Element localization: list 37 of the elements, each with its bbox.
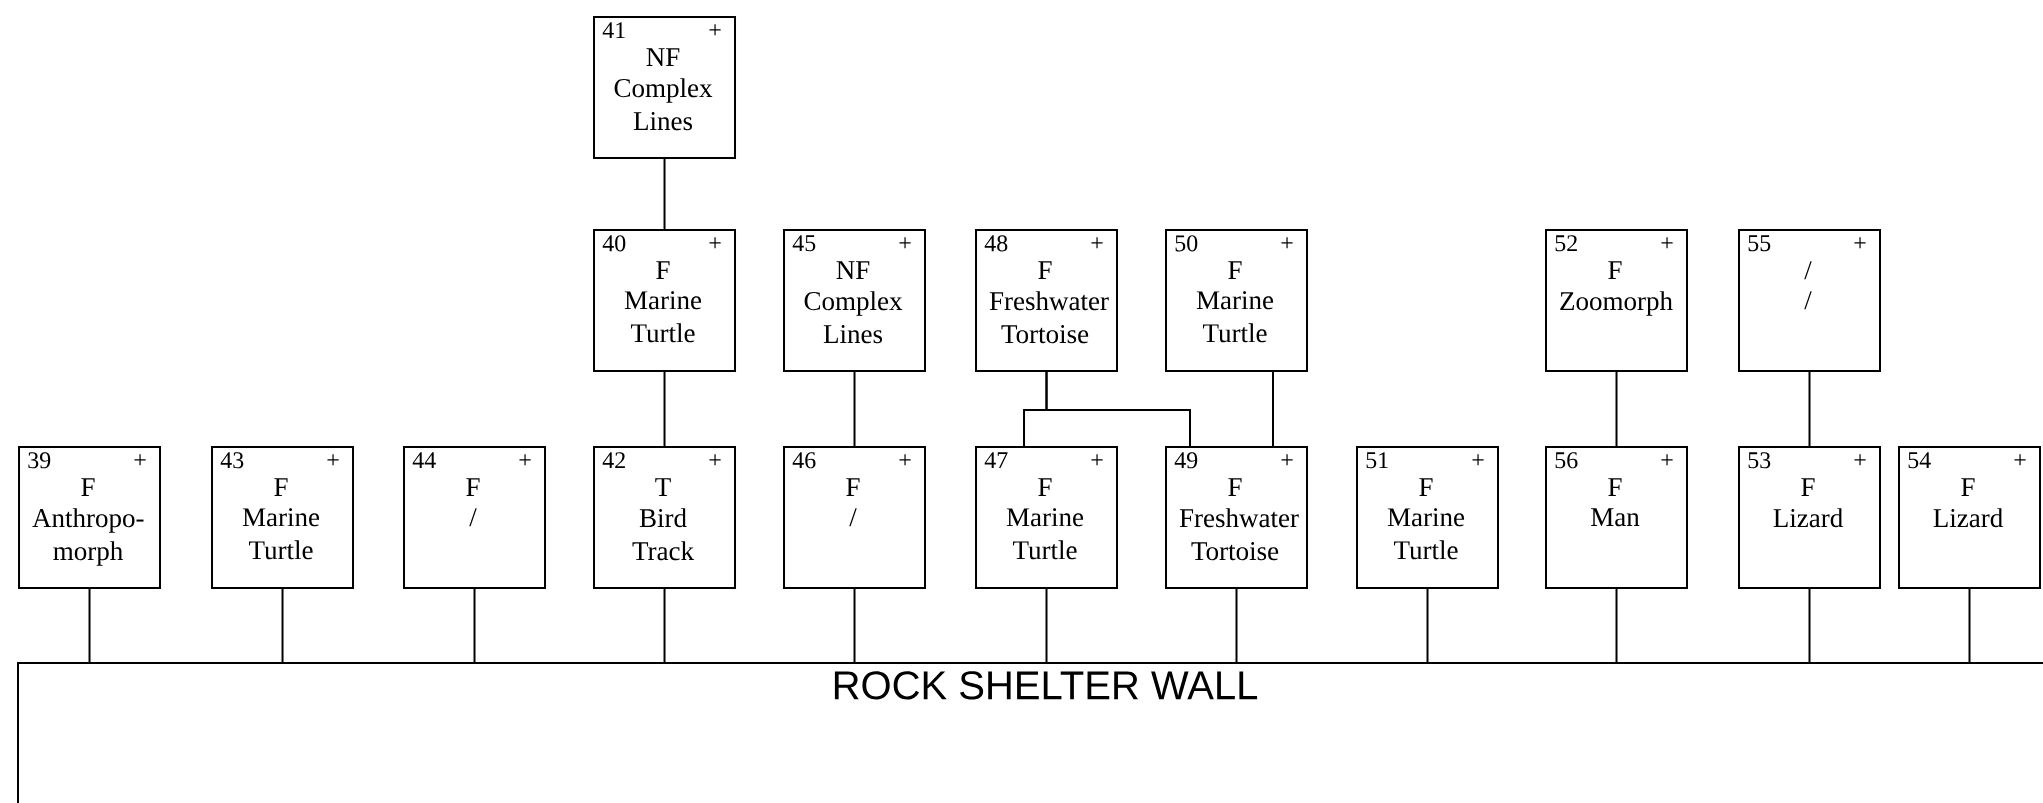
figure-box: 49 + F Freshwater Tortoise [1165,446,1308,589]
connector-line [1045,588,1048,664]
figure-box: 56 + F Man [1545,446,1688,589]
figure-box: 43 + F Marine Turtle [211,446,354,589]
figure-box: 54 + F Lizard [1898,446,2041,589]
connector-line [853,371,856,447]
figure-box: 44 + F / [403,446,546,589]
figure-box: 42 + T Bird Track [593,446,736,589]
connector-line [1808,588,1811,664]
connector-line [281,588,284,664]
figure-box: 53 + F Lizard [1738,446,1881,589]
connector-line [1615,588,1618,664]
figure-box: 50 + F Marine Turtle [1165,229,1308,372]
figure-box: 45 + NF Complex Lines [783,229,926,372]
connector-line [1426,588,1429,664]
connector-line [1045,371,1191,447]
connector-line [1235,588,1238,664]
connector-line [663,588,666,664]
connector-line [663,371,666,447]
figure-box: 48 + F Freshwater Tortoise [975,229,1118,372]
figure-box: 47 + F Marine Turtle [975,446,1118,589]
wall-outline: ROCK SHELTER WALL [17,662,2043,803]
connector-line [88,588,91,664]
connector-line [853,588,856,664]
figure-box: 40 + F Marine Turtle [593,229,736,372]
figure-box: 55 + / / [1738,229,1881,372]
figure-box: 46 + F / [783,446,926,589]
connector-line [1808,371,1811,447]
connector-line [1615,371,1618,447]
figure-box: 39 + F Anthropo- morph [18,446,161,589]
connector-line [1272,371,1274,447]
connector-line [1968,588,1971,664]
figure-box: 52 + F Zoomorph [1545,229,1688,372]
connector-line [663,158,666,230]
figure-box: 41 + NF Complex Lines [593,16,736,159]
connector-line [473,588,476,664]
figure-box: 51 + F Marine Turtle [1356,446,1499,589]
